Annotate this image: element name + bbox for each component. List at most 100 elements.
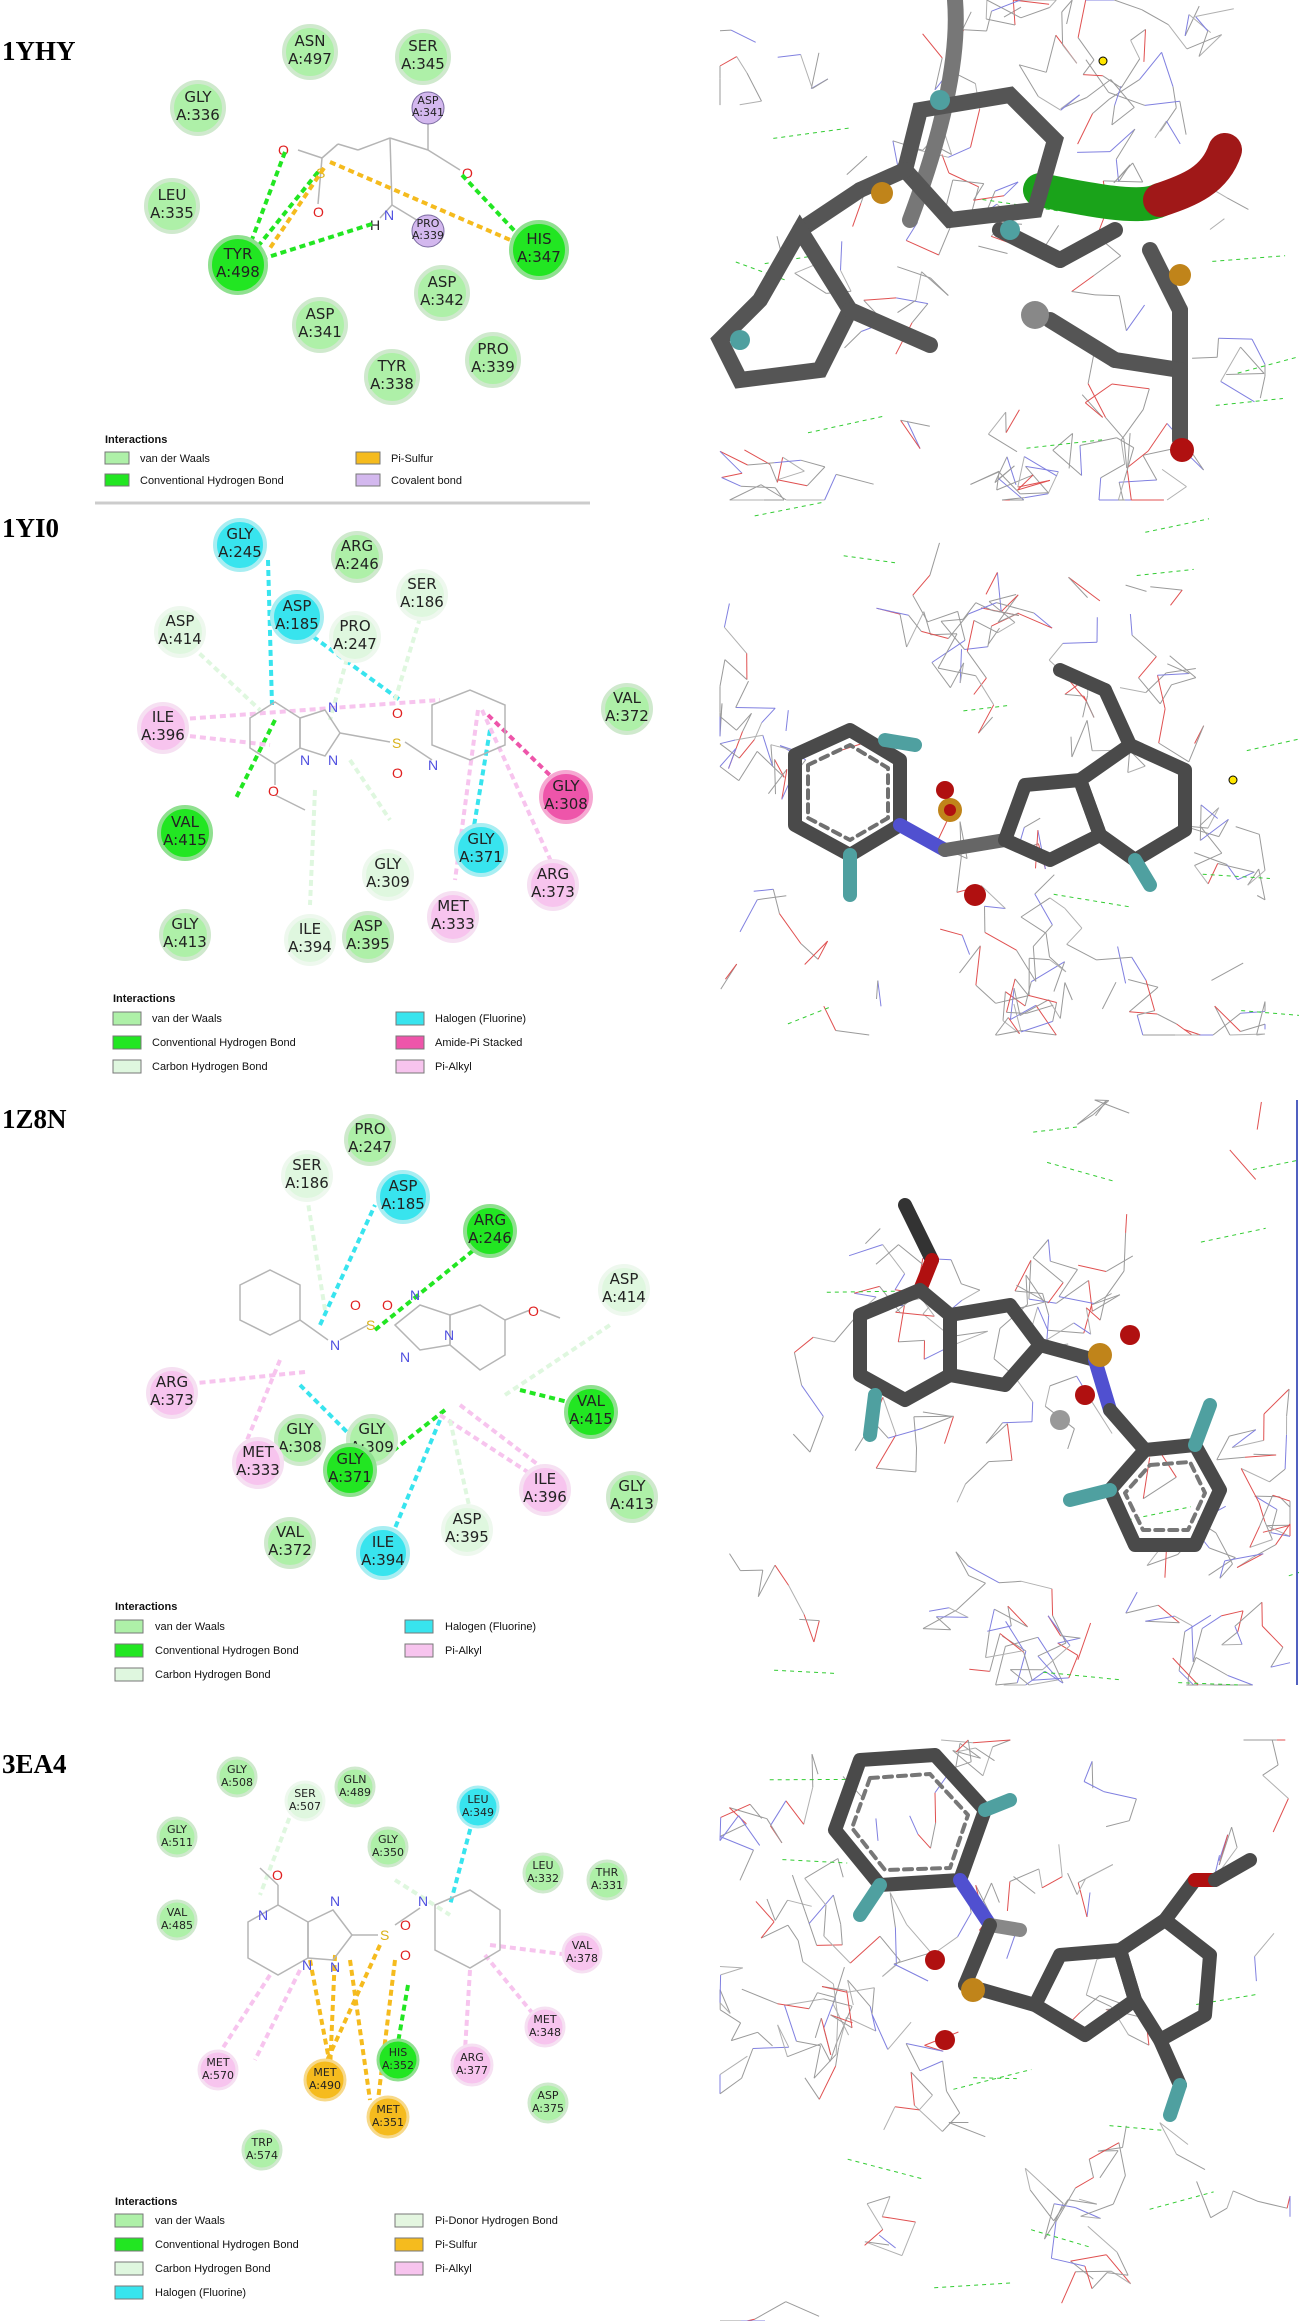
svg-text:Pi-Sulfur: Pi-Sulfur [391, 453, 434, 465]
wireframe-bond [1195, 16, 1209, 32]
svg-text:A:497: A:497 [288, 50, 332, 68]
svg-text:ASP: ASP [354, 917, 383, 935]
wireframe-bond [1262, 1524, 1291, 1533]
wireframe-bond [1262, 1764, 1279, 1776]
wireframe-bond [753, 722, 763, 740]
wireframe-bond [1158, 708, 1166, 744]
wireframe-bond [796, 2040, 821, 2047]
wireframe-bond [1006, 456, 1017, 485]
wireframe-bond [1126, 450, 1149, 469]
wireframe-bond [1233, 2190, 1259, 2202]
wireframe-bond [723, 603, 730, 628]
panel-1yi0: 1YI0 N N [2, 501, 1299, 1074]
wireframe-bond [754, 2301, 787, 2320]
wireframe-bond [1116, 2252, 1129, 2276]
svg-text:ASP: ASP [417, 94, 439, 107]
wireframe-bond [1002, 991, 1006, 1021]
svg-text:VAL: VAL [276, 1523, 305, 1541]
svg-text:ARG: ARG [537, 865, 569, 883]
wireframe-bond [985, 0, 988, 20]
atom-label: O [350, 1297, 361, 1313]
wireframe-bond [987, 1625, 1012, 1632]
wireframe-bond [781, 769, 788, 800]
wireframe-bond [921, 630, 949, 639]
svg-text:VAL: VAL [171, 813, 200, 831]
svg-text:GLY: GLY [467, 830, 495, 848]
svg-text:van der Waals: van der Waals [140, 453, 210, 465]
atom-label: O [313, 204, 324, 220]
wireframe-bond [808, 1894, 834, 1925]
wireframe-bond [724, 963, 738, 980]
wireframe-bond [1038, 1868, 1043, 1888]
atom-label: S [380, 1927, 389, 1943]
wireframe-bond [785, 710, 789, 731]
wireframe-bond [719, 748, 737, 767]
wireframe-bond [906, 420, 921, 449]
legend: Interactions van der Waals Halogen (Fluo… [114, 1601, 536, 1682]
hbond-dash [807, 415, 886, 434]
wireframe-bond [736, 712, 752, 731]
wireframe-bond [1187, 1657, 1197, 1678]
svg-text:Halogen (Fluorine): Halogen (Fluorine) [435, 1013, 526, 1025]
wireframe-bond [769, 464, 778, 483]
svg-text:MET: MET [206, 2056, 229, 2069]
wireframe-bond [809, 1416, 824, 1453]
wireframe-bond [1272, 1494, 1291, 1502]
wireframe-bond [1019, 64, 1047, 73]
wireframe-bond [1157, 675, 1166, 709]
wireframe-bond [1199, 819, 1229, 841]
wireframe-bond [998, 471, 1021, 495]
wireframe-bond [985, 1423, 1008, 1444]
wireframe-bond [1076, 1878, 1087, 1895]
wireframe-bond [905, 239, 939, 256]
wireframe-bond [1024, 456, 1058, 477]
wireframe-bond [1220, 380, 1255, 403]
wireframe-bond [1123, 438, 1128, 469]
wireframe-bond [900, 419, 930, 427]
wireframe-bond [777, 2024, 790, 2048]
svg-text:GLN: GLN [344, 1773, 367, 1786]
wireframe-bond [724, 626, 748, 654]
wireframe-bond [905, 2043, 921, 2072]
wireframe-bond [1145, 672, 1167, 693]
svg-text:GLY: GLY [336, 1450, 364, 1468]
wireframe-bond [882, 2216, 916, 2223]
wireframe-bond [1006, 1881, 1011, 1912]
wireframe-bond [719, 29, 732, 32]
wireframe-bond [959, 1742, 981, 1759]
atom-label: O [272, 1867, 283, 1883]
hbond-dash [934, 2282, 1013, 2289]
legend: Interactions van der Waals Halogen (Fluo… [112, 993, 526, 1074]
wireframe-bond [1119, 479, 1157, 483]
wireframe-bond [787, 1924, 799, 1941]
wireframe-bond [975, 984, 996, 1004]
svg-text:GLY: GLY [378, 1833, 398, 1846]
wireframe-bond [1195, 1656, 1229, 1676]
svg-text:GLY: GLY [226, 525, 254, 543]
ligand-3d-atoms [730, 56, 1194, 462]
wireframe-bond [762, 735, 773, 766]
wireframe-bond [837, 1858, 844, 1878]
wireframe-bond [1169, 655, 1197, 678]
wireframe-bond [847, 1979, 854, 2006]
wireframe-bond [1062, 44, 1078, 64]
wireframe-bond [1183, 1029, 1201, 1036]
svg-text:PRO: PRO [339, 617, 370, 635]
svg-text:HIS: HIS [526, 230, 551, 248]
hbond-dash [1026, 439, 1104, 449]
wireframe-bond [757, 895, 787, 901]
wireframe-bond [1179, 101, 1187, 135]
wireframe-bond [1094, 294, 1120, 297]
svg-text:ASP: ASP [283, 597, 312, 615]
wireframe-bond [1029, 957, 1050, 961]
